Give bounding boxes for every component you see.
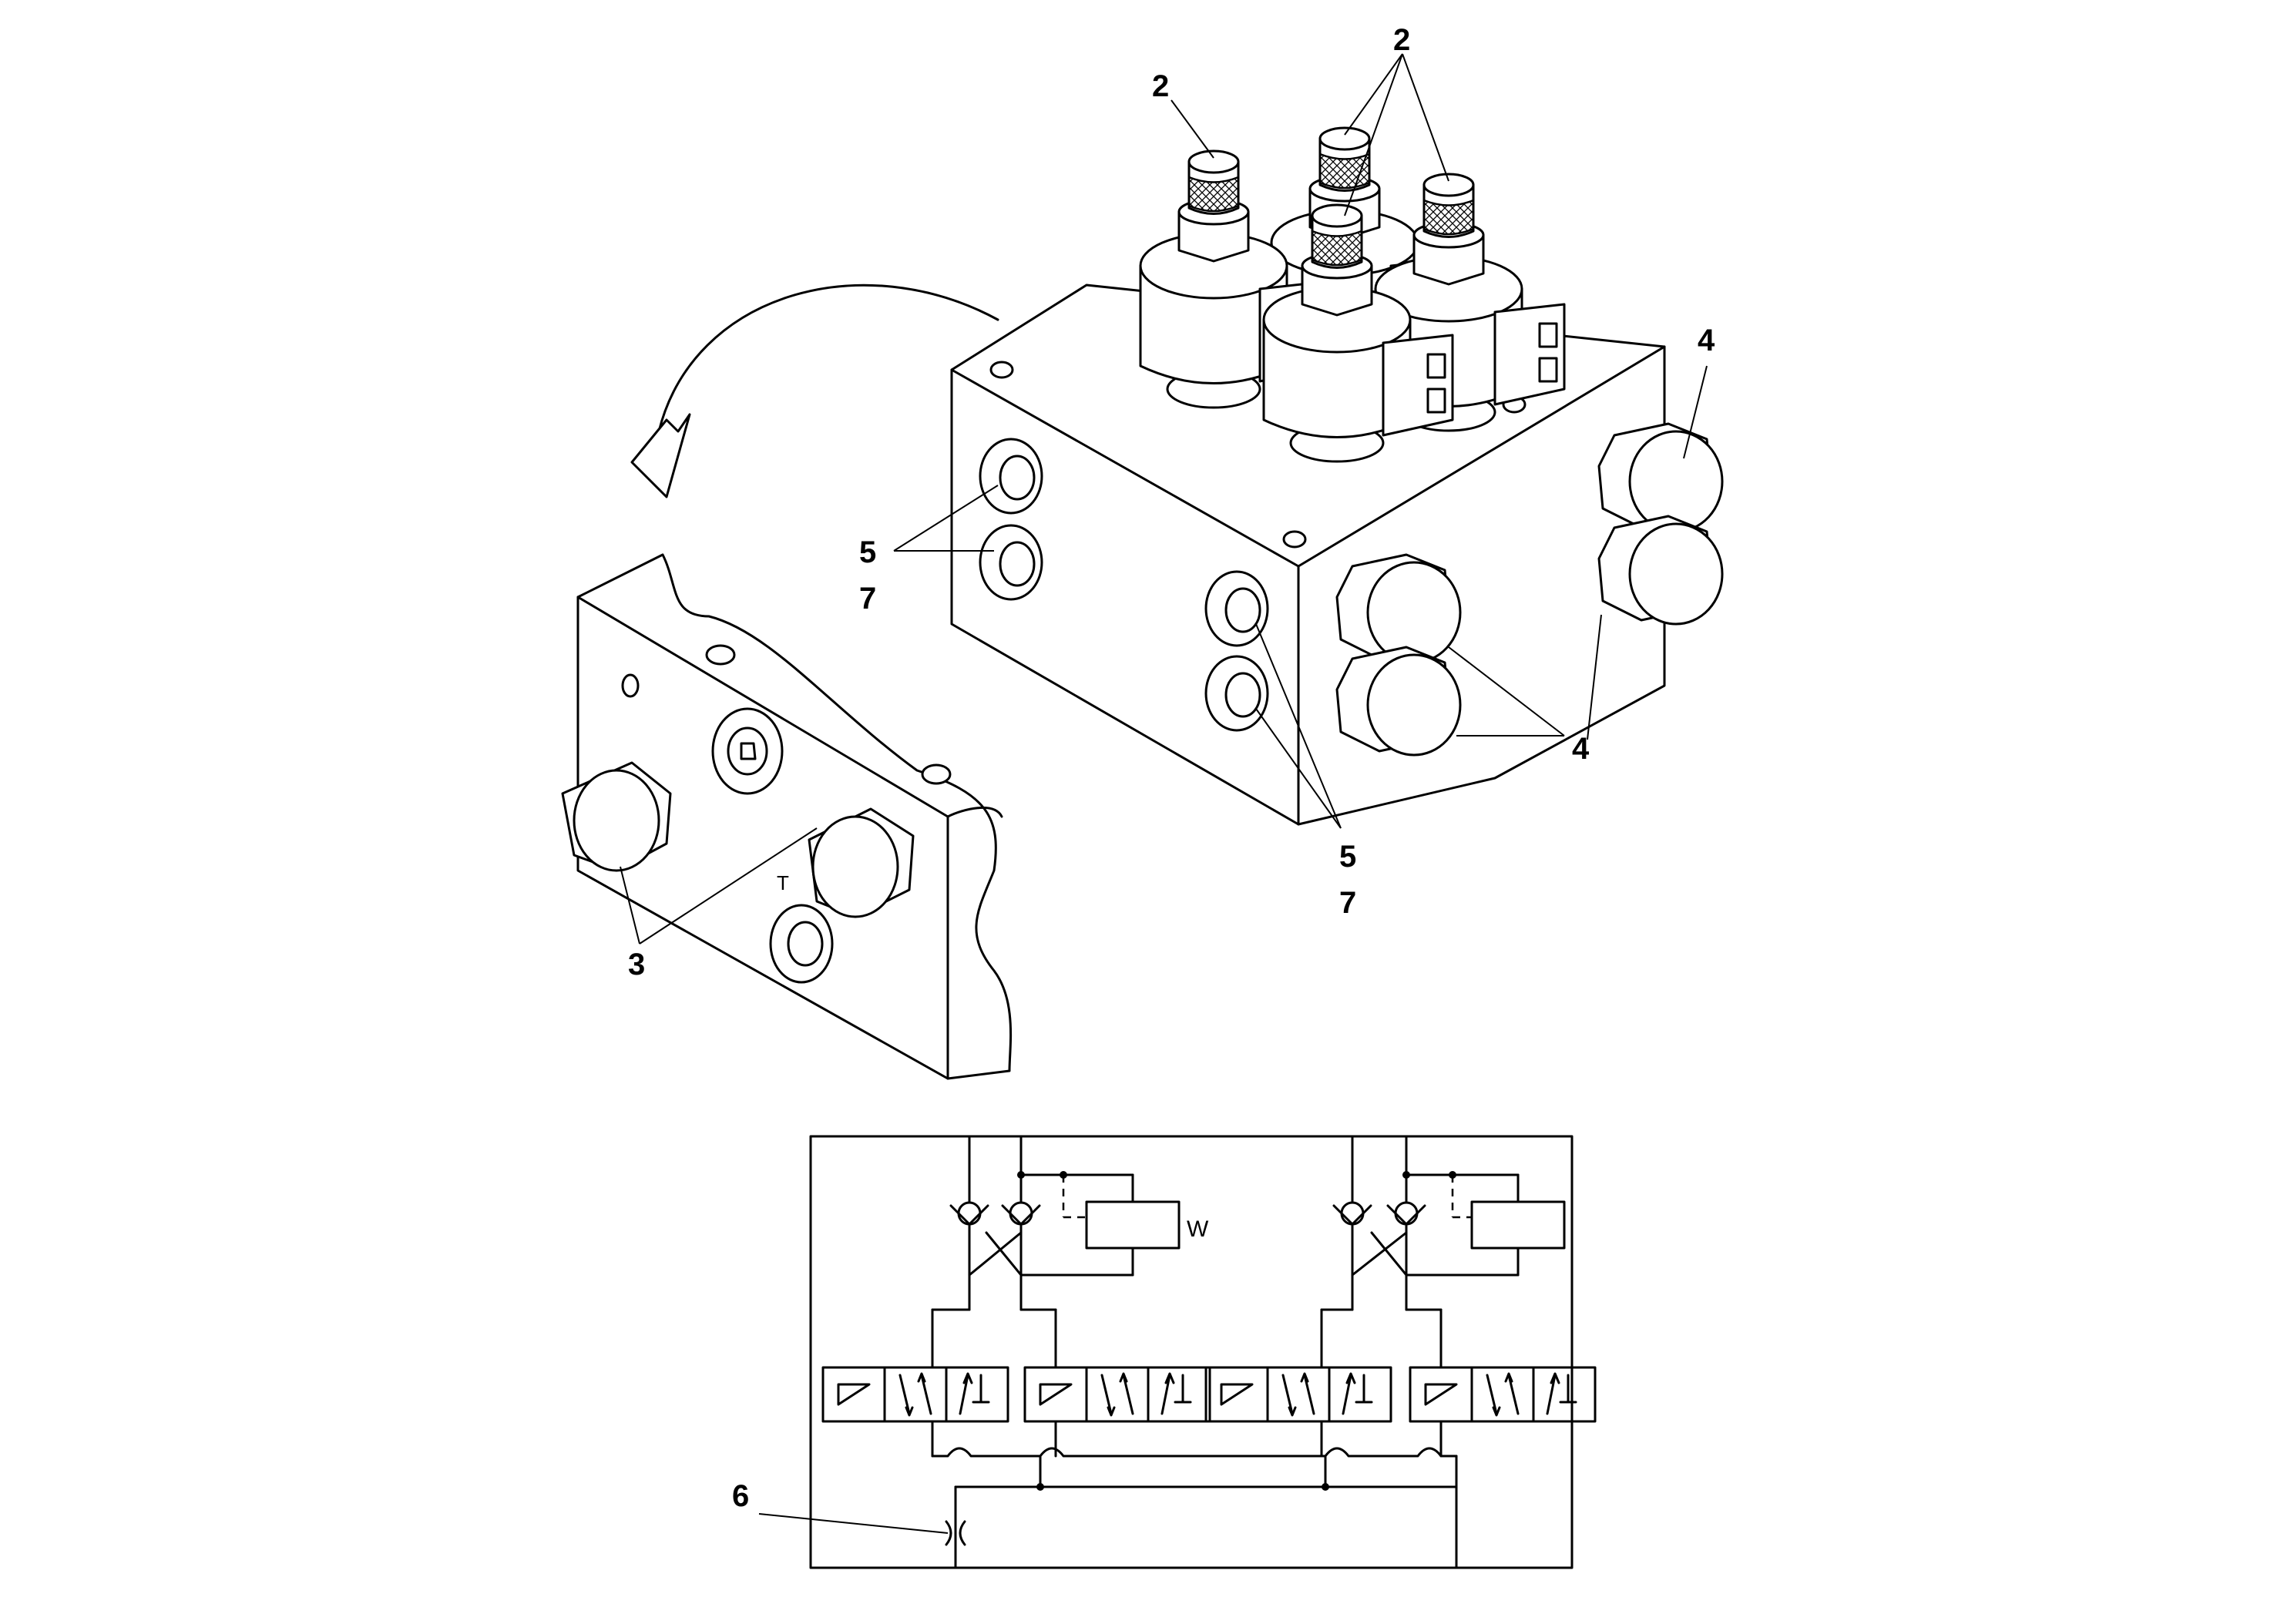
callout-5b: 5 (1339, 840, 1356, 874)
end-plate: T (561, 553, 1013, 1080)
callout-6: 6 (732, 1479, 749, 1513)
callout-7b: 7 (1339, 886, 1356, 920)
callout-5a: 5 (859, 535, 876, 569)
callout-2b: 2 (1393, 23, 1410, 57)
callout-3: 3 (628, 948, 645, 981)
leader-lines (620, 53, 1708, 1534)
spring-label: W (1187, 1216, 1209, 1242)
callout-2a: 2 (1152, 69, 1169, 103)
callout-4a: 4 (1698, 324, 1715, 357)
rotate-arrow-icon (630, 284, 999, 498)
callout-4b: 4 (1572, 732, 1590, 766)
callout-7a: 7 (859, 582, 876, 616)
port-label: T (777, 871, 789, 894)
schematic-frame (809, 1135, 1574, 1569)
hydraulic-schematic: W (809, 1135, 1597, 1569)
